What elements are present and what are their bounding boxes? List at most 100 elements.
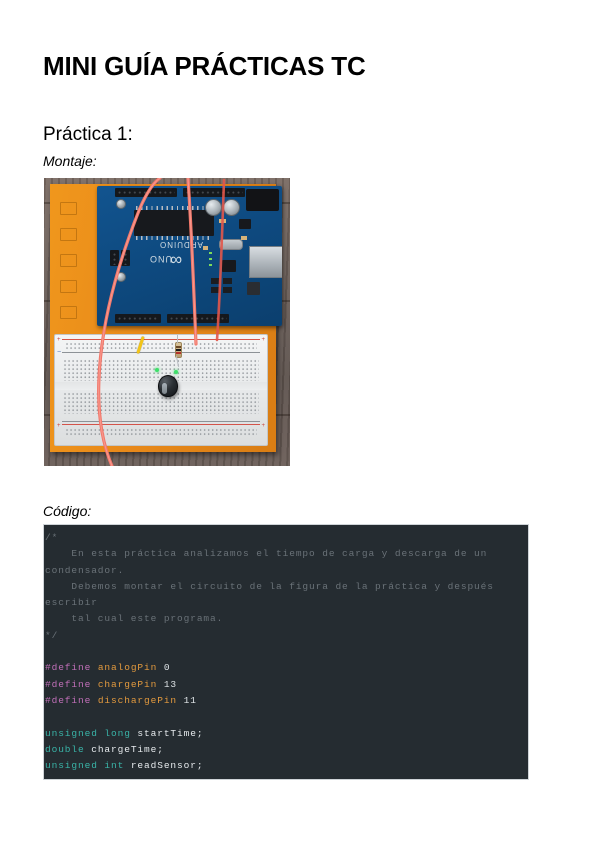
page-title: MINI GUÍA PRÁCTICAS TC [43, 51, 366, 82]
code-token-id: dischargePin [97, 694, 184, 706]
code-line: escribir [45, 595, 528, 611]
usb-b-connector [249, 246, 282, 278]
power-rail-negative-bottom [62, 421, 260, 422]
code-token-id: analogPin [97, 662, 164, 674]
icsp2-header [121, 250, 130, 266]
code-line: double chargeTime; [45, 742, 528, 758]
status-led [209, 258, 212, 260]
smd-component [223, 278, 232, 284]
code-token-kw: unsigned long [45, 727, 138, 739]
mosfet [222, 260, 236, 272]
code-token-num: 13 [163, 678, 178, 690]
resistor-band [176, 352, 181, 354]
code-line: condensador. [45, 563, 528, 579]
status-led [209, 264, 212, 266]
rail-plus-marker: + [261, 423, 265, 429]
plate-cutout [60, 306, 77, 319]
code-token-var: readSensor; [130, 760, 204, 772]
arduino-logo-icon: ∞ [171, 251, 183, 270]
code-token-num: 11 [183, 694, 197, 706]
code-token-cm: tal cual este programa. [45, 613, 224, 625]
label-montaje: Montaje: [43, 153, 97, 169]
reset-button [247, 282, 260, 295]
breadboard: + − + + + [54, 334, 268, 446]
power-rail-negative [62, 352, 260, 353]
digital-pin-header-2 [183, 188, 245, 197]
code-block: /* En esta práctica analizamos el tiempo… [43, 524, 529, 780]
photo-content: ∞ ARDUINO UNO + − + + [44, 178, 290, 466]
smd-component [241, 236, 247, 240]
plate-cutout [60, 202, 77, 215]
rail-minus-marker: − [57, 349, 62, 356]
code-token-pp: #define [45, 694, 98, 706]
smd-component [203, 246, 208, 250]
code-token-cm: En esta práctica analizamos el tiempo de… [45, 548, 488, 560]
code-token-var: chargeTime; [91, 743, 164, 755]
mounting-screw [116, 272, 126, 282]
code-line: Debemos montar el circuito de la figura … [45, 579, 528, 595]
code-line: #define analogPin 0 [45, 660, 528, 676]
code-token-cm: escribir [45, 597, 98, 609]
power-rail-positive [62, 339, 260, 340]
arduino-breadboard-photo: ∞ ARDUINO UNO + − + + [44, 178, 290, 466]
plate-cutout [60, 254, 77, 267]
icsp-header [110, 250, 119, 266]
smd-component [211, 287, 220, 293]
chip-legs-bottom [136, 236, 212, 240]
plate-cutout [60, 280, 77, 293]
power-pin-header [115, 314, 161, 323]
analog-pin-header [167, 314, 229, 323]
section-heading-practica-1: Práctica 1: [43, 123, 133, 145]
dc-power-jack [246, 189, 279, 211]
plate-cutout [60, 228, 77, 241]
arduino-uno-board: ∞ ARDUINO UNO [97, 186, 282, 326]
code-line: */ [45, 628, 528, 644]
code-line: #define chargePin 13 [45, 677, 528, 693]
breadboard-holes-bottom-rail [65, 428, 257, 437]
code-content: /* En esta práctica analizamos el tiempo… [45, 530, 528, 774]
smd-component [223, 287, 232, 293]
breadboard-holes-top-rail [65, 342, 257, 351]
code-line: /* [45, 530, 528, 546]
code-token-kw: double [45, 743, 92, 755]
power-rail-positive-bottom [62, 424, 260, 425]
code-line: En esta práctica analizamos el tiempo de… [45, 546, 528, 562]
green-indicator-dot [155, 368, 159, 372]
code-token-cm: condensador. [45, 564, 125, 576]
code-token-var: startTime; [137, 727, 204, 739]
rail-plus-marker: + [57, 337, 61, 343]
arduino-model-silkscreen: UNO [149, 254, 172, 264]
resistor-band [176, 346, 181, 348]
code-token-cm: Debemos montar el circuito de la figura … [45, 580, 494, 592]
crystal-oscillator [219, 239, 243, 250]
smd-component [219, 219, 226, 223]
code-token-pp: #define [45, 678, 98, 690]
mounting-screw [116, 199, 126, 209]
voltage-regulator [239, 219, 251, 229]
code-token-cm: */ [45, 629, 59, 641]
code-line: #define dischargePin 11 [45, 693, 528, 709]
code-token-num: 0 [163, 662, 171, 674]
resistor-band [176, 349, 181, 351]
label-codigo: Código: [43, 503, 92, 519]
status-led [209, 252, 212, 254]
code-token-kw: unsigned int [45, 760, 131, 772]
code-line [45, 709, 528, 725]
rail-plus-marker: + [57, 423, 61, 429]
code-token-id: chargePin [97, 678, 164, 690]
resistor-lead [177, 335, 178, 343]
code-line: unsigned long startTime; [45, 726, 528, 742]
code-line [45, 644, 528, 660]
arduino-brand-silkscreen: ARDUINO [159, 240, 203, 249]
electrolytic-capacitor-component [158, 375, 178, 397]
electrolytic-capacitor [223, 199, 240, 216]
capacitor-polarity-stripe [162, 383, 167, 394]
smd-component [211, 278, 220, 284]
code-line: unsigned int readSensor; [45, 758, 528, 774]
green-indicator-dot [174, 370, 178, 374]
breadboard-holes-lower [63, 392, 259, 414]
electrolytic-capacitor [205, 199, 222, 216]
chip-legs-top [136, 206, 212, 210]
code-token-cm: /* [45, 532, 59, 543]
